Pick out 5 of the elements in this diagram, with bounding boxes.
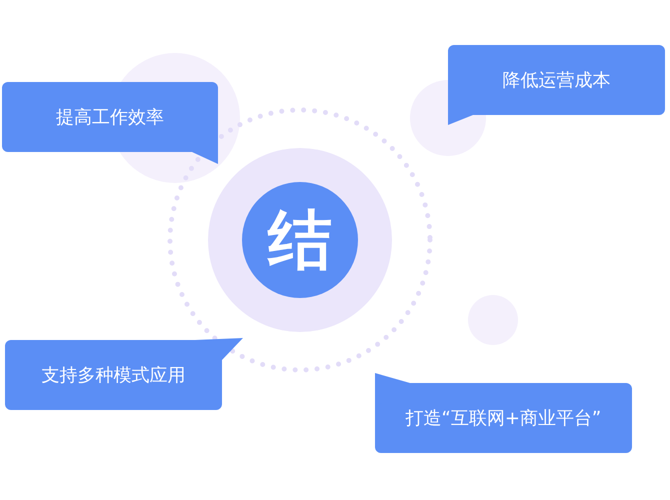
bubble-text: 支持多种模式应用 <box>42 364 186 387</box>
center-character: 结 <box>268 202 332 280</box>
bubble-text: 降低运营成本 <box>502 69 610 92</box>
bubble-text: 打造“互联网+商业平台” <box>406 407 602 430</box>
bubble-text: 提高工作效率 <box>56 106 164 129</box>
